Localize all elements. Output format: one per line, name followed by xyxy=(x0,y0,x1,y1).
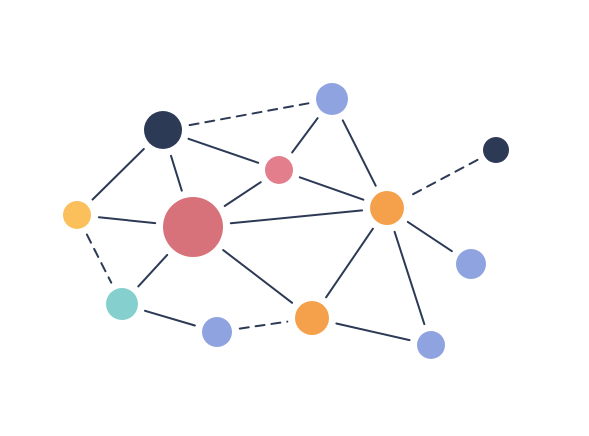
edge-n7-n8 xyxy=(406,220,453,253)
edge-n1-n5 xyxy=(91,148,145,201)
node-n6 xyxy=(163,197,223,257)
node-n12 xyxy=(417,331,445,359)
edge-n2-n4 xyxy=(291,117,319,154)
node-n1 xyxy=(144,111,182,149)
edge-n11-n12 xyxy=(335,322,411,342)
node-n11 xyxy=(295,301,329,335)
edge-n6-n11 xyxy=(222,249,294,304)
edge-n4-n6 xyxy=(223,181,262,207)
edge-n1-n6 xyxy=(170,154,183,192)
edge-n7-n11 xyxy=(325,227,374,299)
edge-n1-n4 xyxy=(187,137,260,164)
edge-layer xyxy=(85,102,479,342)
edge-n5-n9 xyxy=(85,233,113,284)
node-n8 xyxy=(456,249,486,279)
edge-n4-n7 xyxy=(298,176,365,201)
edge-n5-n6 xyxy=(97,216,157,225)
edge-n6-n9 xyxy=(137,253,169,288)
edge-n3-n7 xyxy=(408,158,479,198)
edge-n1-n2 xyxy=(188,102,310,127)
edge-n9-n10 xyxy=(144,309,196,327)
edge-n6-n7 xyxy=(229,209,364,225)
edge-n7-n12 xyxy=(393,230,426,326)
edge-n2-n7 xyxy=(341,119,377,187)
node-layer xyxy=(63,83,509,359)
node-n5 xyxy=(63,201,91,229)
node-n10 xyxy=(202,317,232,347)
node-n9 xyxy=(106,288,138,320)
node-n7 xyxy=(370,191,404,225)
edge-n10-n11 xyxy=(238,320,289,330)
node-n2 xyxy=(316,83,348,115)
node-n3 xyxy=(483,137,509,163)
node-n4 xyxy=(265,156,293,184)
